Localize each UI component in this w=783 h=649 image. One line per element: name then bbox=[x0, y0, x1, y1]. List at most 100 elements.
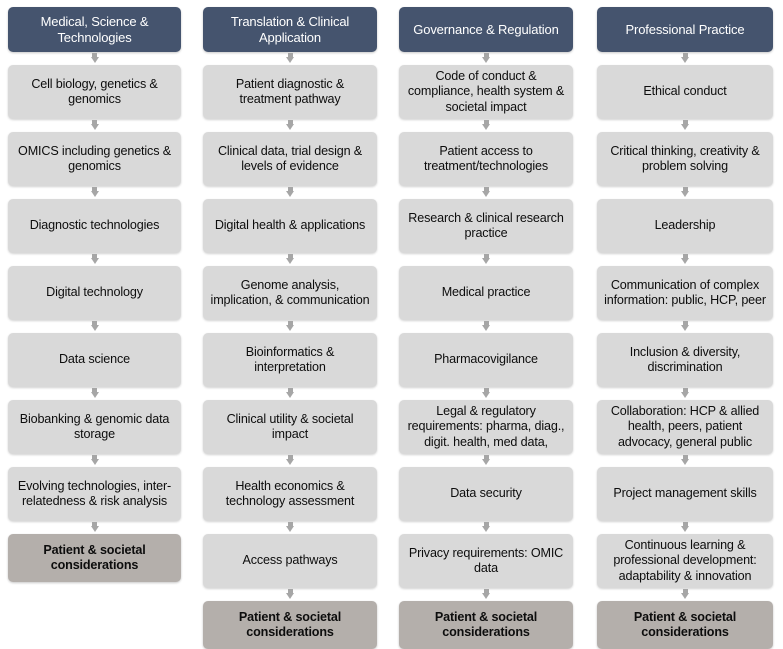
column-header-1: Translation & Clinical Application bbox=[203, 7, 377, 52]
arrow-down-icon bbox=[286, 187, 294, 198]
arrow-down-icon bbox=[286, 254, 294, 265]
connector-3-terminal bbox=[597, 588, 773, 601]
arrow-down-icon bbox=[286, 120, 294, 131]
column-header-2: Governance & Regulation bbox=[399, 7, 573, 52]
arrow-down-icon bbox=[286, 53, 294, 64]
connector-3-0 bbox=[597, 52, 773, 65]
arrow-down-icon bbox=[482, 589, 490, 600]
arrow-down-icon bbox=[482, 53, 490, 64]
arrow-down-icon bbox=[90, 254, 99, 265]
connector-0-3 bbox=[8, 253, 181, 266]
process-node-0-4: Data science bbox=[8, 333, 181, 387]
process-node-1-3: Genome analysis, implication, & communic… bbox=[203, 266, 377, 320]
arrow-down-icon bbox=[90, 522, 99, 533]
connector-2-1 bbox=[399, 119, 573, 132]
connector-3-7 bbox=[597, 521, 773, 534]
connector-0-4 bbox=[8, 320, 181, 333]
arrow-down-icon bbox=[681, 589, 689, 600]
process-node-2-4: Pharmacovigilance bbox=[399, 333, 573, 387]
connector-3-4 bbox=[597, 320, 773, 333]
arrow-down-icon bbox=[681, 187, 689, 198]
process-node-1-2: Digital health & applications bbox=[203, 199, 377, 253]
arrow-down-icon bbox=[90, 321, 99, 332]
process-node-3-7: Continuous learning & professional devel… bbox=[597, 534, 773, 588]
connector-1-6 bbox=[203, 454, 377, 467]
arrow-down-icon bbox=[286, 589, 294, 600]
connector-3-5 bbox=[597, 387, 773, 400]
process-node-1-7: Access pathways bbox=[203, 534, 377, 588]
arrow-down-icon bbox=[90, 455, 99, 466]
process-node-3-1: Critical thinking, creativity & problem … bbox=[597, 132, 773, 186]
connector-1-0 bbox=[203, 52, 377, 65]
process-node-2-6: Data security bbox=[399, 467, 573, 521]
arrow-down-icon bbox=[681, 321, 689, 332]
process-node-0-6: Evolving technologies, inter-relatedness… bbox=[8, 467, 181, 521]
connector-0-5 bbox=[8, 387, 181, 400]
process-node-2-7: Privacy requirements: OMIC data bbox=[399, 534, 573, 588]
column-header-3: Professional Practice bbox=[597, 7, 773, 52]
process-node-3-5: Collaboration: HCP & allied health, peer… bbox=[597, 400, 773, 454]
arrow-down-icon bbox=[681, 254, 689, 265]
connector-0-2 bbox=[8, 186, 181, 199]
process-node-1-0: Patient diagnostic & treatment pathway bbox=[203, 65, 377, 119]
process-node-2-1: Patient access to treatment/technologies bbox=[399, 132, 573, 186]
connector-2-0 bbox=[399, 52, 573, 65]
arrow-down-icon bbox=[681, 522, 689, 533]
arrow-down-icon bbox=[482, 120, 490, 131]
connector-0-6 bbox=[8, 454, 181, 467]
arrow-down-icon bbox=[482, 254, 490, 265]
column-header-0: Medical, Science & Technologies bbox=[8, 7, 181, 52]
connector-0-terminal bbox=[8, 521, 181, 534]
arrow-down-icon bbox=[90, 187, 99, 198]
arrow-down-icon bbox=[681, 455, 689, 466]
connector-2-3 bbox=[399, 253, 573, 266]
terminal-node-3: Patient & societal considerations bbox=[597, 601, 773, 649]
connector-1-3 bbox=[203, 253, 377, 266]
process-node-2-0: Code of conduct & compliance, health sys… bbox=[399, 65, 573, 119]
arrow-down-icon bbox=[482, 187, 490, 198]
connector-2-6 bbox=[399, 454, 573, 467]
process-node-1-4: Bioinformatics & interpretation bbox=[203, 333, 377, 387]
process-node-3-6: Project management skills bbox=[597, 467, 773, 521]
arrow-down-icon bbox=[90, 388, 99, 399]
arrow-down-icon bbox=[286, 321, 294, 332]
connector-2-7 bbox=[399, 521, 573, 534]
process-node-0-3: Digital technology bbox=[8, 266, 181, 320]
connector-1-1 bbox=[203, 119, 377, 132]
connector-1-5 bbox=[203, 387, 377, 400]
process-node-1-5: Clinical utility & societal impact bbox=[203, 400, 377, 454]
connector-2-terminal bbox=[399, 588, 573, 601]
process-node-1-6: Health economics & technology assessment bbox=[203, 467, 377, 521]
process-node-2-5: Legal & regulatory requirements: pharma,… bbox=[399, 400, 573, 454]
arrow-down-icon bbox=[681, 53, 689, 64]
arrow-down-icon bbox=[681, 120, 689, 131]
arrow-down-icon bbox=[90, 120, 99, 131]
process-node-3-2: Leadership bbox=[597, 199, 773, 253]
arrow-down-icon bbox=[681, 388, 689, 399]
process-node-2-3: Medical practice bbox=[399, 266, 573, 320]
arrow-down-icon bbox=[482, 388, 490, 399]
arrow-down-icon bbox=[286, 388, 294, 399]
arrow-down-icon bbox=[482, 522, 490, 533]
connector-3-3 bbox=[597, 253, 773, 266]
process-node-3-3: Communication of complex information: pu… bbox=[597, 266, 773, 320]
process-node-3-4: Inclusion & diversity, discrimination bbox=[597, 333, 773, 387]
arrow-down-icon bbox=[286, 455, 294, 466]
connector-3-2 bbox=[597, 186, 773, 199]
process-node-1-1: Clinical data, trial design & levels of … bbox=[203, 132, 377, 186]
connector-2-4 bbox=[399, 320, 573, 333]
connector-1-7 bbox=[203, 521, 377, 534]
connector-1-4 bbox=[203, 320, 377, 333]
process-node-2-2: Research & clinical research practice bbox=[399, 199, 573, 253]
arrow-down-icon bbox=[286, 522, 294, 533]
process-node-0-1: OMICS including genetics & genomics bbox=[8, 132, 181, 186]
terminal-node-1: Patient & societal considerations bbox=[203, 601, 377, 649]
process-node-3-0: Ethical conduct bbox=[597, 65, 773, 119]
connector-3-6 bbox=[597, 454, 773, 467]
arrow-down-icon bbox=[90, 53, 99, 64]
